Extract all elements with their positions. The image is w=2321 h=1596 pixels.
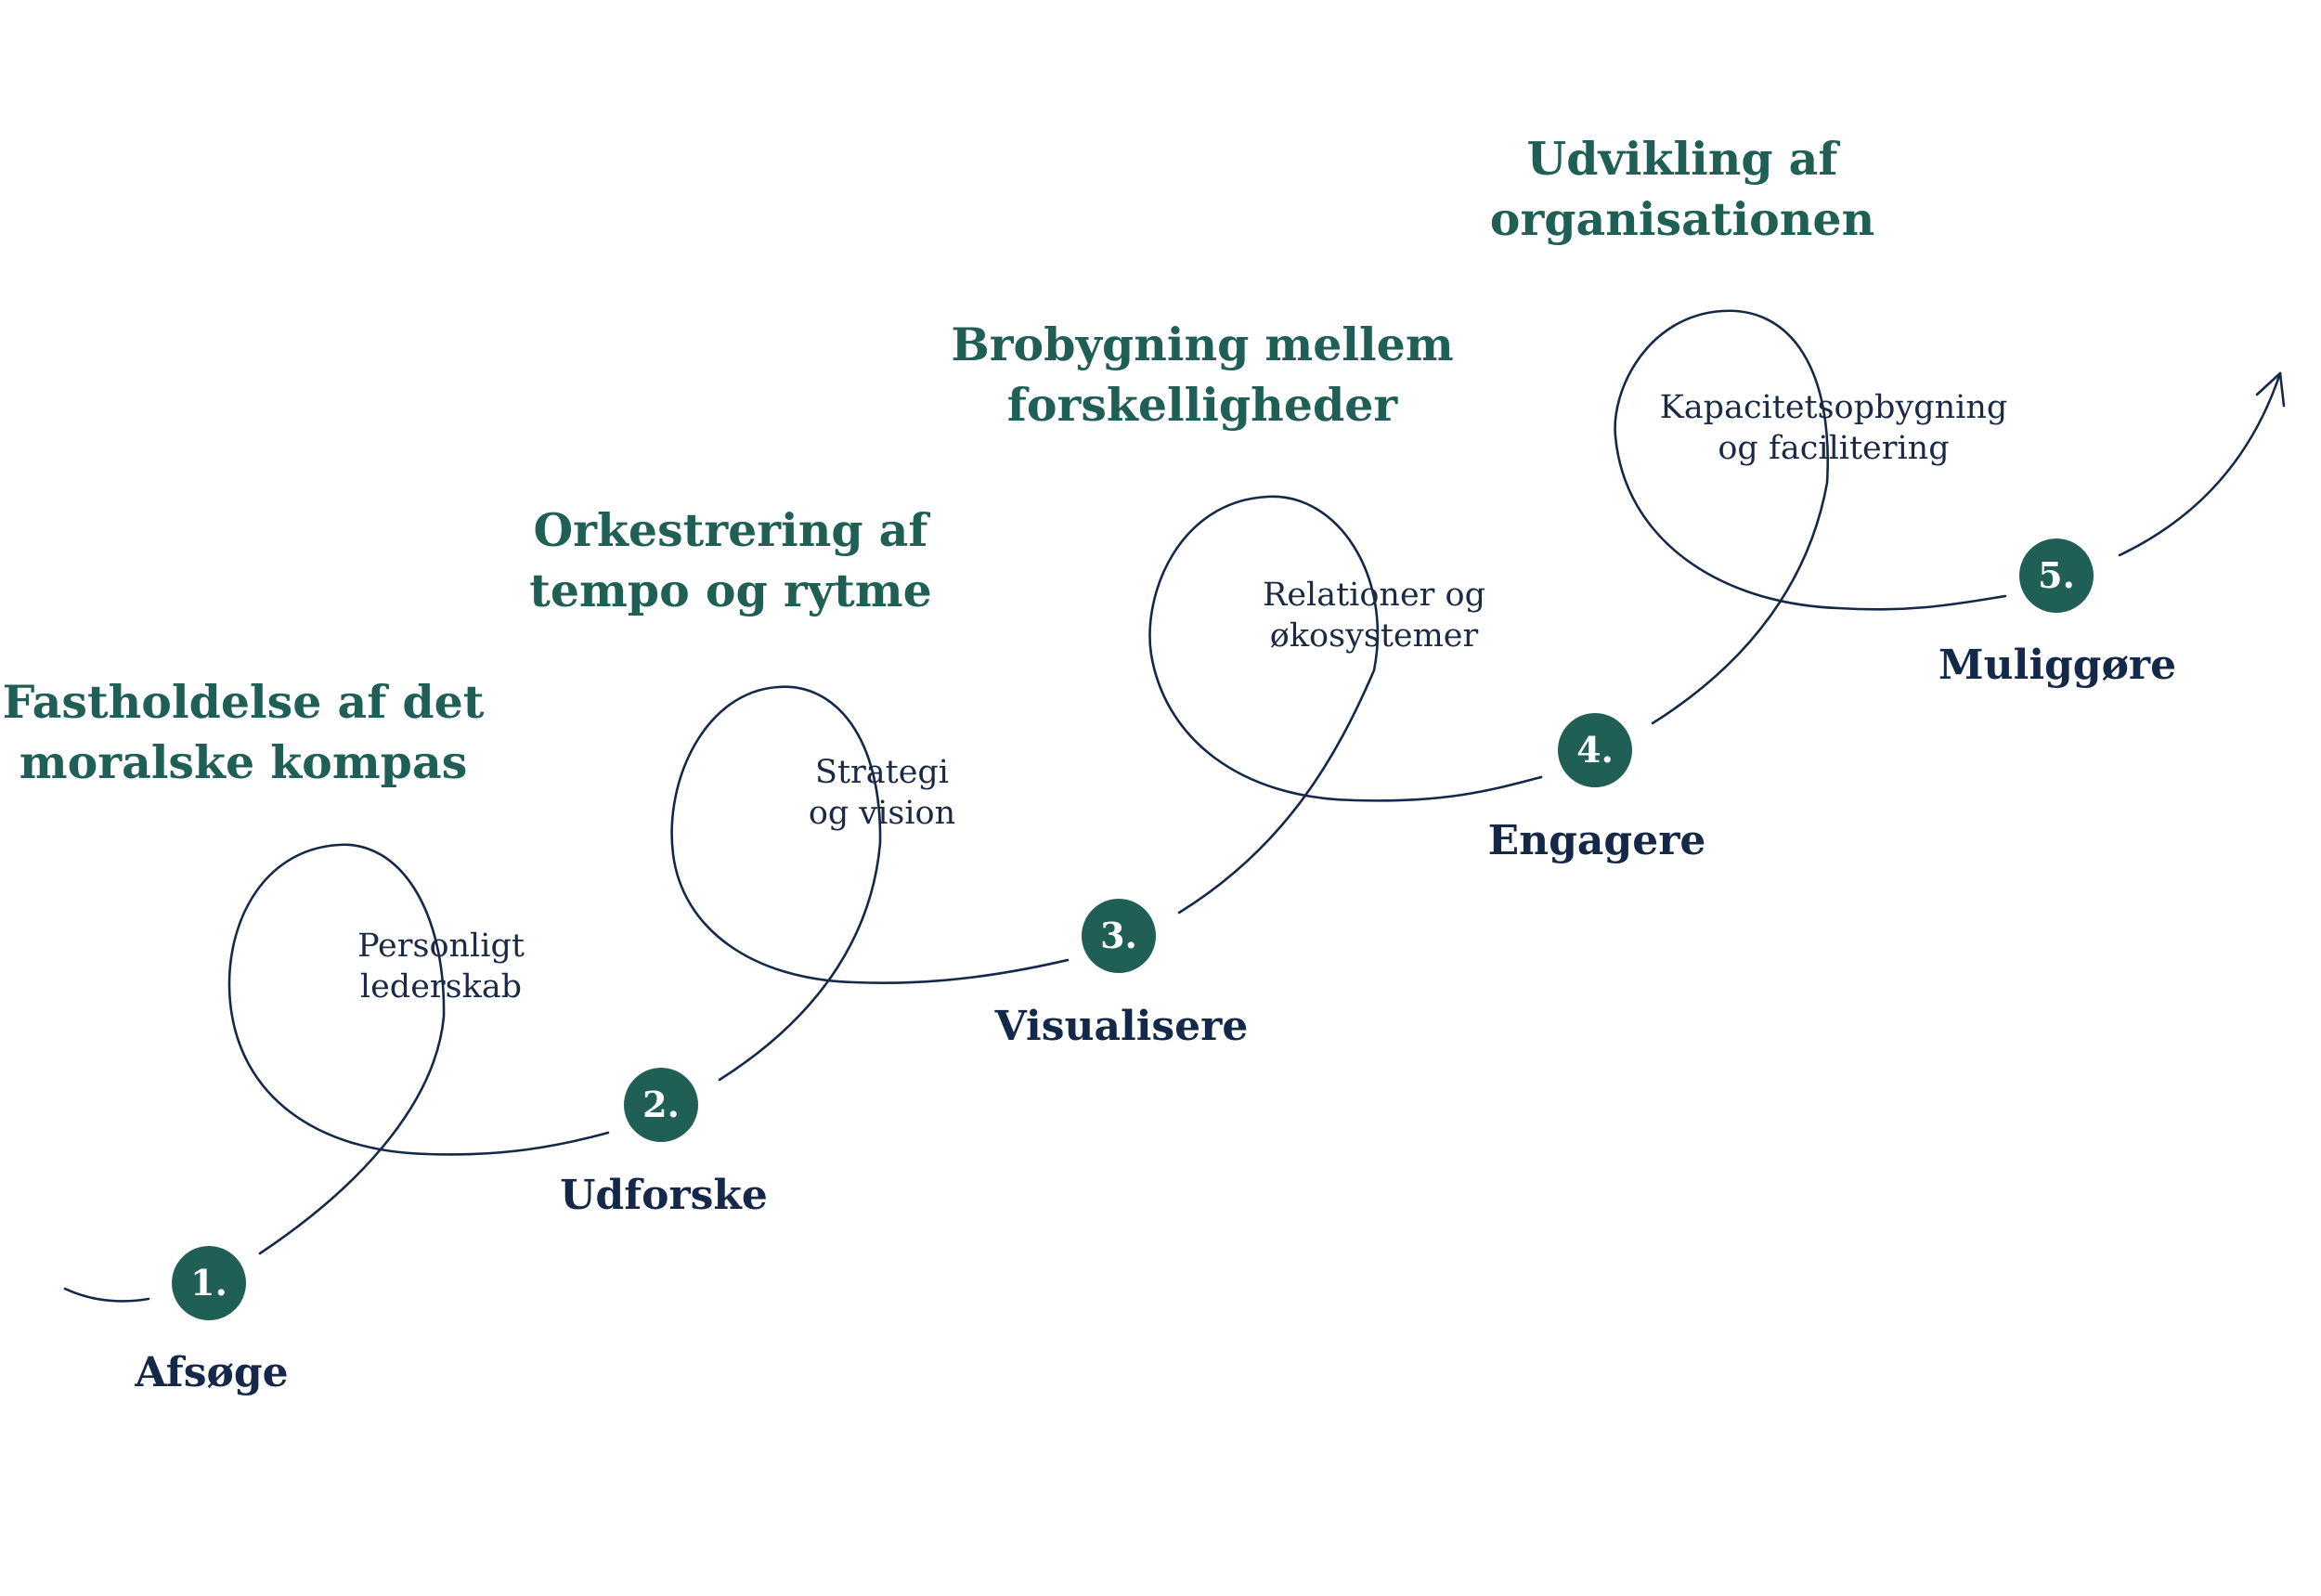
heading-3-line-1: Brobygning mellem — [951, 318, 1453, 371]
step-number: 4. — [1576, 729, 1614, 771]
stage-label-afsoge: Afsøge — [134, 1349, 288, 1396]
sub-label-2-line-2: og vision — [809, 795, 955, 832]
arrowhead-icon — [2255, 371, 2286, 408]
heading-1-line-2: moralske kompas — [19, 735, 468, 789]
sub-label-4-line-1: Kapacitetsopbygning — [1660, 389, 2008, 426]
heading-2-line-1: Orkestrering af — [533, 503, 930, 557]
heading-4-line-1: Udvikling af — [1526, 132, 1840, 186]
step-circle — [1558, 713, 1632, 787]
step-marker-4: 4. — [1558, 713, 1632, 787]
heading-2-line-2: tempo og rytme — [529, 564, 932, 617]
step-circle — [172, 1246, 246, 1320]
step-circle — [1082, 899, 1156, 973]
stage-label-udforske: Udforske — [560, 1172, 768, 1219]
stage-label-visualisere: Visualisere — [994, 1003, 1249, 1050]
heading-1-line-1: Fastholdelse af det — [3, 675, 485, 729]
sub-label-4-line-2: og facilitering — [1718, 430, 1949, 467]
heading-4-line-2: organisationen — [1490, 192, 1874, 246]
step-number: 1. — [190, 1262, 227, 1304]
step-marker-2: 2. — [624, 1068, 698, 1142]
sub-label-1-line-2: lederskab — [360, 968, 522, 1006]
step-number: 5. — [2038, 554, 2075, 596]
journey-path — [63, 309, 2282, 1303]
step-number: 2. — [642, 1083, 680, 1125]
sub-label-3-line-2: økosystemer — [1270, 617, 1479, 655]
stage-label-muliggore: Muliggøre — [1938, 642, 2176, 689]
step-number: 3. — [1100, 915, 1137, 956]
sub-label-1-line-1: Personligt — [357, 928, 525, 965]
step-marker-5: 5. — [2019, 538, 2094, 613]
sub-label-3-line-1: Relationer og — [1263, 577, 1485, 614]
step-marker-1: 1. — [172, 1246, 246, 1320]
sub-label-2-line-1: Strategi — [815, 754, 949, 791]
step-circle — [624, 1068, 698, 1142]
heading-3-line-2: forskelligheder — [1007, 378, 1399, 432]
step-marker-3: 3. — [1082, 899, 1156, 973]
step-circle — [2019, 538, 2094, 613]
stage-label-engagere: Engagere — [1488, 817, 1706, 864]
